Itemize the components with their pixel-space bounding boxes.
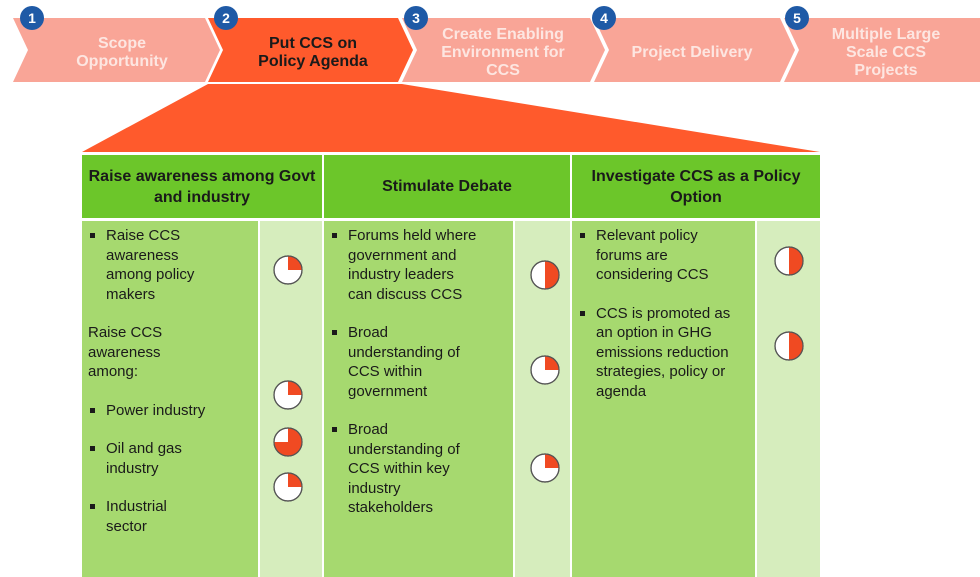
harvey-ball-ring	[774, 246, 804, 276]
list-item: Broad understanding of CCS within govern…	[330, 323, 480, 401]
harvey-ball	[774, 331, 804, 361]
step-chevron-4	[594, 18, 795, 82]
step-label-line: Scope	[98, 35, 146, 52]
list-item: Broad understanding of CCS within key in…	[330, 420, 480, 518]
column-item-list: Forums held where government and industr…	[330, 226, 480, 537]
harvey-ball	[273, 427, 303, 457]
list-subheading: Raise CCS awareness among:	[88, 324, 163, 380]
column-text-panel	[324, 221, 513, 577]
harvey-ball-ring	[774, 331, 804, 361]
harvey-ball-ring	[273, 255, 303, 285]
harvey-ball-fill	[288, 381, 302, 395]
column-item-list: Relevant policy forums are considering C…	[578, 226, 733, 420]
column-status-panel	[757, 221, 820, 577]
step-label-line: CCS	[486, 62, 520, 79]
step-label-line: Environment for	[441, 44, 565, 61]
harvey-ball-fill	[288, 473, 302, 487]
column-text-panel	[82, 221, 258, 577]
step-badge-3: 3	[404, 6, 428, 30]
step-label-4: Project Delivery	[632, 44, 753, 61]
harvey-ball-fill	[545, 356, 559, 370]
harvey-ball-ring	[273, 472, 303, 502]
harvey-ball-ring	[530, 355, 560, 385]
focus-wedge	[82, 84, 820, 152]
step-label-line: Put CCS on	[269, 35, 357, 52]
column-header: Stimulate Debate	[324, 155, 570, 218]
step-number-4: 4	[600, 10, 608, 26]
step-label-line: Scale CCS	[846, 44, 926, 61]
harvey-ball-fill	[545, 261, 559, 289]
step-label-line: Policy Agenda	[258, 53, 368, 70]
step-chevron-1	[13, 18, 220, 82]
step-badge-4: 4	[592, 6, 616, 30]
list-item: Power industry	[88, 401, 208, 421]
column-header: Raise awareness among Govt and industry	[82, 155, 322, 218]
harvey-ball-ring	[273, 427, 303, 457]
column-item-list: Raise CCS awareness among policy makers …	[88, 226, 208, 555]
column-header-text: Raise awareness among Govt and industry	[88, 167, 316, 206]
harvey-ball-fill	[288, 256, 302, 270]
list-item: Forums held where government and industr…	[330, 226, 480, 304]
harvey-ball	[273, 472, 303, 502]
list-item: Raise CCS awareness among policy makers	[88, 226, 208, 304]
harvey-ball	[273, 255, 303, 285]
harvey-ball	[530, 355, 560, 385]
step-chevron-2	[208, 18, 413, 82]
step-label-line: Create Enabling	[442, 26, 564, 43]
list-item: Relevant policy forums are considering C…	[578, 226, 733, 285]
step-chevron-3	[402, 18, 605, 82]
step-badge-5: 5	[785, 6, 809, 30]
step-label-line: Multiple Large	[832, 26, 941, 43]
step-number-3: 3	[412, 10, 420, 26]
column-text-panel	[572, 221, 755, 577]
harvey-ball-ring	[530, 260, 560, 290]
harvey-ball-fill	[789, 332, 803, 360]
column-header-text: Stimulate Debate	[382, 178, 512, 195]
harvey-ball-fill	[274, 428, 302, 456]
harvey-ball	[273, 380, 303, 410]
step-number-5: 5	[793, 10, 801, 26]
list-item: CCS is promoted as an option in GHG emis…	[578, 304, 733, 402]
step-label-line: Projects	[854, 62, 917, 79]
step-number-1: 1	[28, 10, 36, 26]
harvey-ball-fill	[545, 454, 559, 468]
harvey-ball-fill	[789, 247, 803, 275]
list-item: Industrial sector	[88, 497, 208, 536]
column-header: Investigate CCS as a Policy Option	[572, 155, 820, 218]
step-badge-1: 1	[20, 6, 44, 30]
harvey-ball-ring	[530, 453, 560, 483]
harvey-ball	[530, 453, 560, 483]
list-item: Oil and gas industry	[88, 439, 208, 478]
harvey-ball-ring	[273, 380, 303, 410]
step-label-line: Opportunity	[76, 53, 168, 70]
step-chevron-5	[784, 18, 980, 82]
step-badge-2: 2	[214, 6, 238, 30]
column-header-text: Investigate CCS as a Policy Option	[591, 167, 801, 206]
step-number-2: 2	[222, 10, 230, 26]
step-label-line: Project Delivery	[632, 44, 753, 61]
harvey-ball	[530, 260, 560, 290]
harvey-ball	[774, 246, 804, 276]
